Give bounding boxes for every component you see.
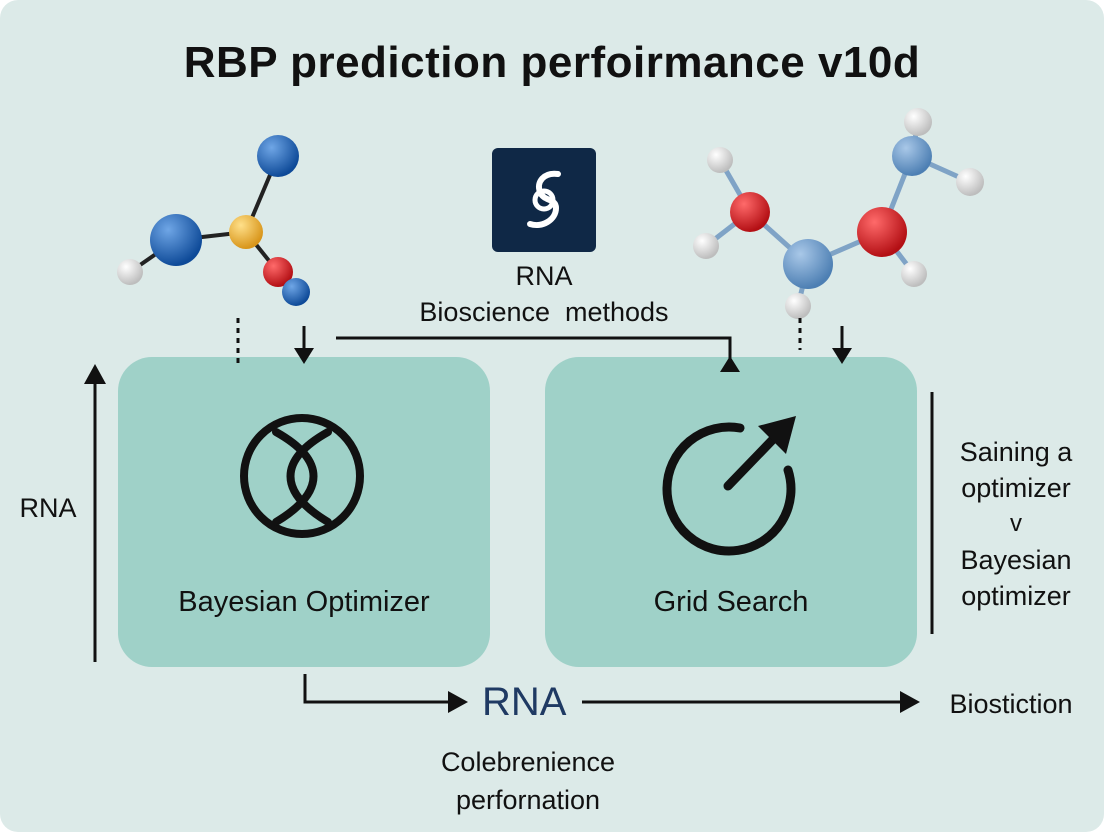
center-methods-label: Bioscience methods [419,297,669,327]
left-down-arrow-icon [294,326,314,364]
logo-icon [492,148,596,252]
right-note-line: Bayesian [960,545,1072,575]
right-note-line: Saining a [959,437,1073,467]
left-up-arrow-icon [84,364,106,662]
bottom-right-arrow [582,691,920,713]
bottom-caption-line1: Colebrenience [440,747,616,777]
right-note: Saining a optimizer v Bayesian optimizer [936,434,1096,614]
center-rna-label: RNA [515,261,573,291]
grid-search-label: Grid Search [653,586,809,618]
right-note-line: optimizer [961,581,1071,611]
bottom-caption-line2: perfornation [455,785,601,815]
left-rna-label: RNA [19,493,77,523]
bottom-left-arrow [303,674,468,713]
methods-connector-arrow [336,336,740,372]
left-molecule-icon [117,135,310,306]
bottom-rna-label: RNA [482,680,567,724]
bayesian-optimizer-label: Bayesian Optimizer [178,586,430,618]
diagram-title: RBP prediction perfoirmance v10d [183,38,921,87]
right-note-line: v [1010,510,1022,537]
grid-search-box [545,357,917,667]
right-molecule-icon [693,108,984,319]
bottom-output-label: Biostiction [949,689,1073,719]
bayesian-optimizer-box [118,357,490,667]
right-down-arrow-icon [832,326,852,364]
refresh-arrow-icon [662,416,796,556]
right-note-line: optimizer [961,473,1071,503]
crossed-loops-icon [240,414,364,538]
